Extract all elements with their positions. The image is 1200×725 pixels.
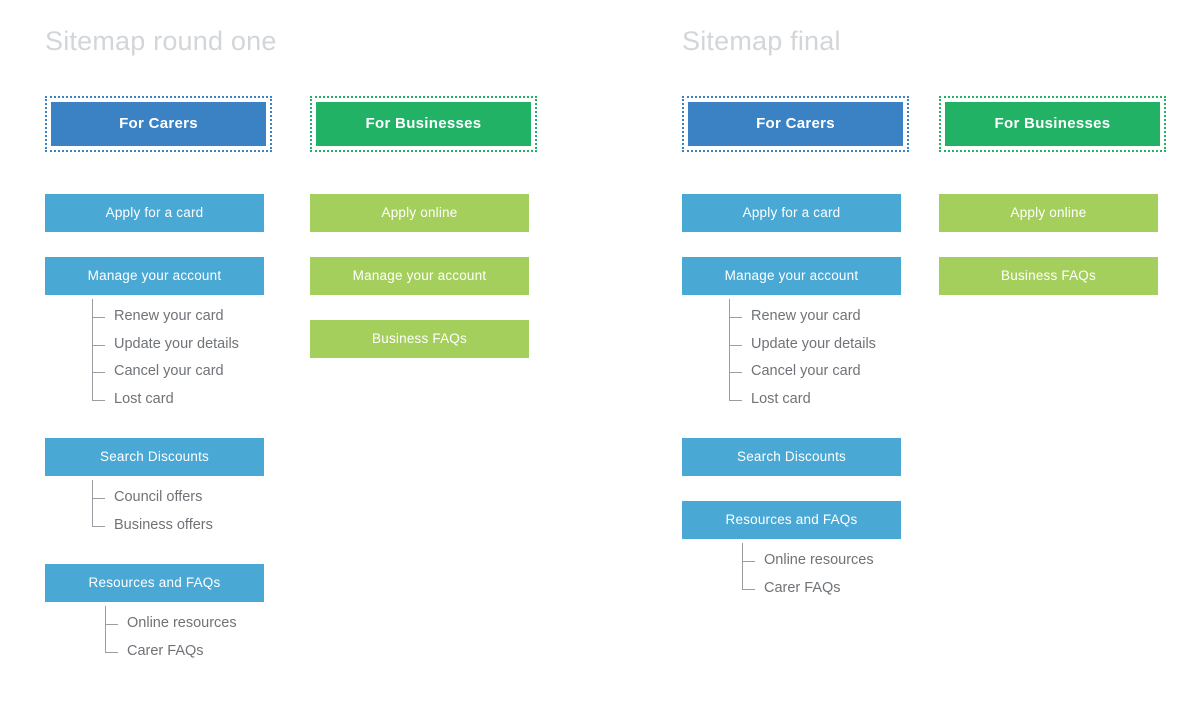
- panel-title: Sitemap final: [682, 26, 841, 56]
- node-box[interactable]: Apply online: [939, 194, 1158, 232]
- child-item[interactable]: Online resources: [742, 543, 906, 575]
- node-box[interactable]: Manage your account: [45, 257, 264, 295]
- root-node-business[interactable]: For Businesses: [939, 96, 1166, 152]
- node-group: Apply for a card: [682, 194, 906, 232]
- root-node-label: For Businesses: [316, 102, 531, 146]
- child-item[interactable]: Lost card: [729, 381, 906, 414]
- root-node-label: For Carers: [51, 102, 266, 146]
- node-group: Apply online: [310, 194, 534, 232]
- node-group: Apply for a card: [45, 194, 269, 232]
- child-item[interactable]: Cancel your card: [729, 354, 906, 386]
- node-group: Business FAQs: [310, 320, 534, 358]
- node-box[interactable]: Manage your account: [310, 257, 529, 295]
- root-node-carers[interactable]: For Carers: [682, 96, 909, 152]
- child-item[interactable]: Cancel your card: [92, 354, 269, 386]
- node-box[interactable]: Apply for a card: [45, 194, 264, 232]
- root-node-carers[interactable]: For Carers: [45, 96, 272, 152]
- panel-title: Sitemap round one: [45, 26, 277, 56]
- child-item[interactable]: Renew your card: [92, 299, 269, 331]
- child-item[interactable]: Lost card: [92, 381, 269, 414]
- node-group: Apply online: [939, 194, 1163, 232]
- child-item[interactable]: Carer FAQs: [742, 570, 906, 603]
- node-box[interactable]: Resources and FAQs: [682, 501, 901, 539]
- node-box[interactable]: Business FAQs: [939, 257, 1158, 295]
- root-node-label: For Carers: [688, 102, 903, 146]
- node-box[interactable]: Search Discounts: [682, 438, 901, 476]
- child-item[interactable]: Online resources: [105, 606, 269, 638]
- node-box[interactable]: Manage your account: [682, 257, 901, 295]
- node-box[interactable]: Resources and FAQs: [45, 564, 264, 602]
- node-group: Manage your account: [310, 257, 534, 295]
- node-box[interactable]: Search Discounts: [45, 438, 264, 476]
- child-item[interactable]: Carer FAQs: [105, 633, 269, 666]
- child-item[interactable]: Council offers: [92, 480, 269, 512]
- node-box[interactable]: Apply online: [310, 194, 529, 232]
- node-box[interactable]: Business FAQs: [310, 320, 529, 358]
- node-group: Search Discounts: [682, 438, 906, 476]
- root-node-business[interactable]: For Businesses: [310, 96, 537, 152]
- child-item[interactable]: Update your details: [729, 326, 906, 359]
- child-item[interactable]: Business offers: [92, 507, 269, 540]
- node-group: Business FAQs: [939, 257, 1163, 295]
- child-item[interactable]: Update your details: [92, 326, 269, 359]
- node-box[interactable]: Apply for a card: [682, 194, 901, 232]
- child-item[interactable]: Renew your card: [729, 299, 906, 331]
- root-node-label: For Businesses: [945, 102, 1160, 146]
